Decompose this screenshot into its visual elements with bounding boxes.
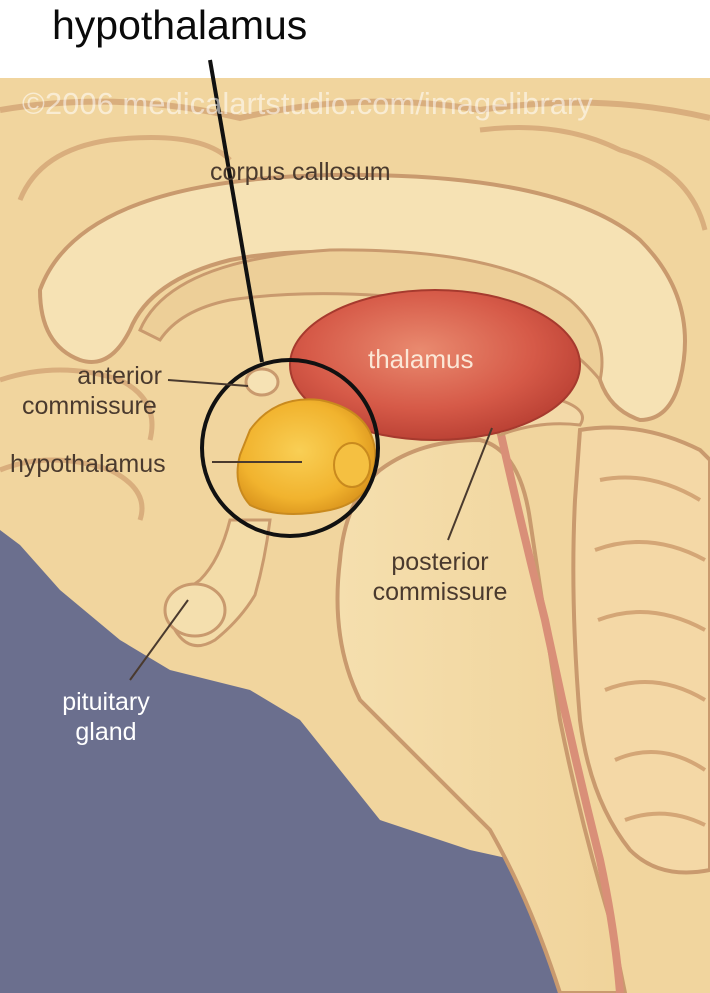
cerebellum-fold-1 xyxy=(599,475,702,502)
label-anterior-commissure-line2: commissure xyxy=(22,392,157,420)
anterior-commissure-shape xyxy=(244,367,280,397)
label-posterior-commissure-line1: posterior xyxy=(391,548,489,576)
pituitary-gland-shape xyxy=(163,582,227,638)
cerebral-aqueduct xyxy=(496,429,624,993)
title-pointer-line xyxy=(208,59,264,363)
figure-title: hypothalamus xyxy=(52,2,308,48)
hypothalamus-highlight-circle xyxy=(200,358,380,538)
mammillary-body xyxy=(333,442,371,488)
cortex-fold-5 xyxy=(0,457,145,521)
brainstem xyxy=(335,437,628,993)
cerebellum-fold-4 xyxy=(604,680,707,702)
posterior-commissure-leader xyxy=(447,427,493,541)
label-corpus-callosum: corpus callosum xyxy=(210,158,391,186)
cerebellum-fold-6 xyxy=(624,811,706,827)
watermark: ©2006 medicalartstudio.com/imagelibrary xyxy=(22,86,593,121)
cortex-fold-2 xyxy=(17,135,232,201)
label-anterior-commissure-line1: anterior xyxy=(77,362,162,390)
pituitary-gland-leader xyxy=(129,599,189,681)
label-posterior-commissure-line2: commissure xyxy=(372,578,508,606)
cortex-fold-1 xyxy=(0,98,710,122)
cerebellum-fold-5 xyxy=(614,750,707,772)
cortex-fold-3 xyxy=(479,125,708,231)
thalamus-shape xyxy=(289,289,581,441)
label-hypothalamus: hypothalamus xyxy=(10,450,166,478)
cerebellum-fold-3 xyxy=(597,610,706,632)
label-pituitary-gland-line1: pituitary xyxy=(62,688,150,716)
label-pituitary-gland-line2: gland xyxy=(75,718,137,746)
corpus-callosum-shape xyxy=(37,172,687,423)
label-thalamus: thalamus xyxy=(368,344,474,374)
cerebellum-fold-2 xyxy=(594,540,706,562)
cerebellum xyxy=(571,425,710,875)
cortex-fold-4 xyxy=(0,367,155,441)
anterior-commissure-leader xyxy=(167,379,249,387)
